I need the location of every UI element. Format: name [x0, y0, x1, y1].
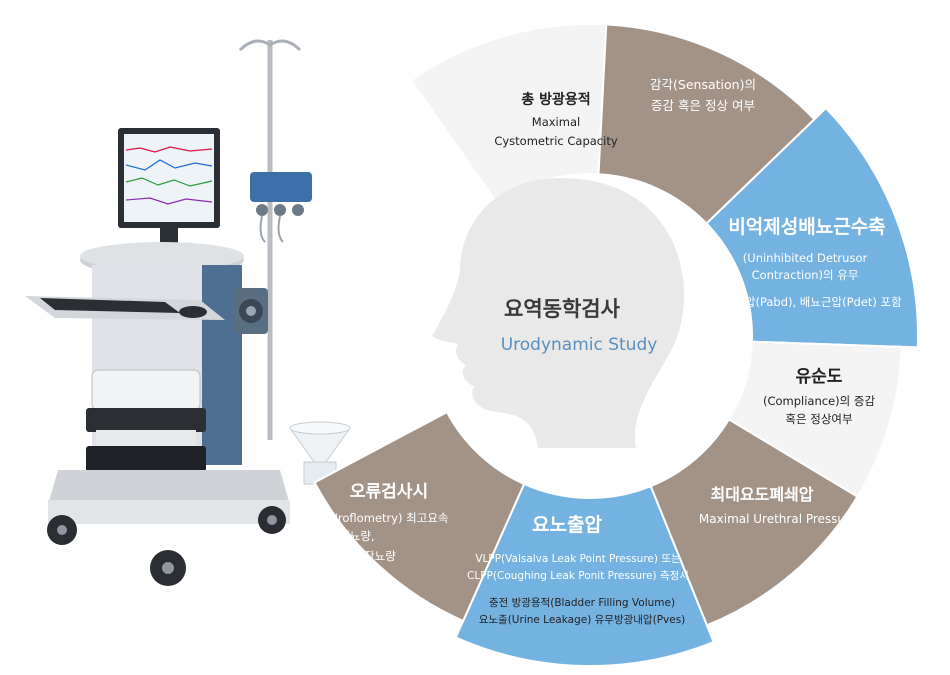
funnel-icon [289, 421, 351, 485]
segment-title: 최대요도폐쇄압 [710, 485, 813, 504]
segment-uroflowmetry: 오류검사시 (Uroflometry) 최고요속 및 배뇨량, 배뇨 후 잔뇨량 [325, 482, 448, 563]
segment-title: 총 방광용적 [521, 91, 590, 108]
ring-segment-uninhibited-contraction [705, 106, 919, 349]
segment-line: (Uroflometry) 최고요속 [325, 511, 448, 525]
ring-segment-uroflowmetry [313, 410, 526, 623]
printer-icon [86, 369, 206, 472]
segment-urethral-pressure: 최대요도폐쇄압 Maximal Urethral Pressure [699, 485, 857, 526]
segment-title: 비억제성배뇨근수축 [728, 216, 885, 238]
segment-line: 감각(Sensation)의 [650, 77, 756, 92]
monitor-icon [118, 128, 220, 252]
center-subtitle: Urodynamic Study [501, 335, 658, 355]
segment-line: (Compliance)의 증감 [763, 394, 875, 408]
segment-line: CLPP(Coughing Leak Ponit Pressure) 측정시 [467, 570, 689, 582]
segment-line: VLPP(Valsalva Leak Point Pressure) 또는 [475, 553, 681, 565]
segment-line: 및 배뇨량, [325, 529, 375, 543]
ring-segment-leak-pressure [454, 482, 715, 667]
segment-line: 배뇨 후 잔뇨량 [325, 549, 396, 563]
segment-line: 요노출(Urine Leakage) 유무방광내압(Pves) [479, 613, 686, 626]
segment-sensation: 감각(Sensation)의 증감 혹은 정상 여부 [650, 77, 756, 113]
segment-line: Maximal Urethral Pressure [699, 512, 857, 526]
iv-pole-icon [238, 39, 312, 440]
segment-line: 충전 방광용적(Bladder Filling Volume) [489, 597, 675, 609]
segment-line: 복압(Pabd), 배뇨근압(Pdet) 포함 [734, 295, 902, 309]
head-silhouette [432, 178, 685, 448]
segment-total-capacity: 총 방광용적 Maximal Cystometric Capacity [494, 91, 618, 148]
segment-title: 유순도 [796, 367, 843, 387]
segment-line: Contraction)의 유무 [752, 268, 859, 282]
segment-line: Cystometric Capacity [494, 134, 618, 148]
segment-uninhibited-contraction: 비억제성배뇨근수축 (Uninhibited Detrusor Contract… [728, 216, 902, 309]
segment-leak-pressure: 요노출압 VLPP(Valsalva Leak Point Pressure) … [467, 514, 689, 626]
segment-title: 오류검사시 [350, 482, 428, 502]
ring-segment-total-capacity [409, 22, 608, 205]
segment-line: 혹은 정상여부 [785, 412, 852, 426]
segment-title: 요노출압 [532, 514, 602, 536]
center-title: 요역동학검사 [504, 297, 621, 321]
segment-compliance: 유순도 (Compliance)의 증감 혹은 정상여부 [763, 367, 875, 426]
segment-line: Maximal [532, 115, 580, 129]
urodynamic-cart-illustration [25, 39, 351, 586]
keyboard-icon [25, 296, 225, 320]
segment-line: (Uninhibited Detrusor [743, 251, 868, 265]
segment-line: 증감 혹은 정상 여부 [651, 98, 755, 113]
ring [313, 22, 919, 667]
